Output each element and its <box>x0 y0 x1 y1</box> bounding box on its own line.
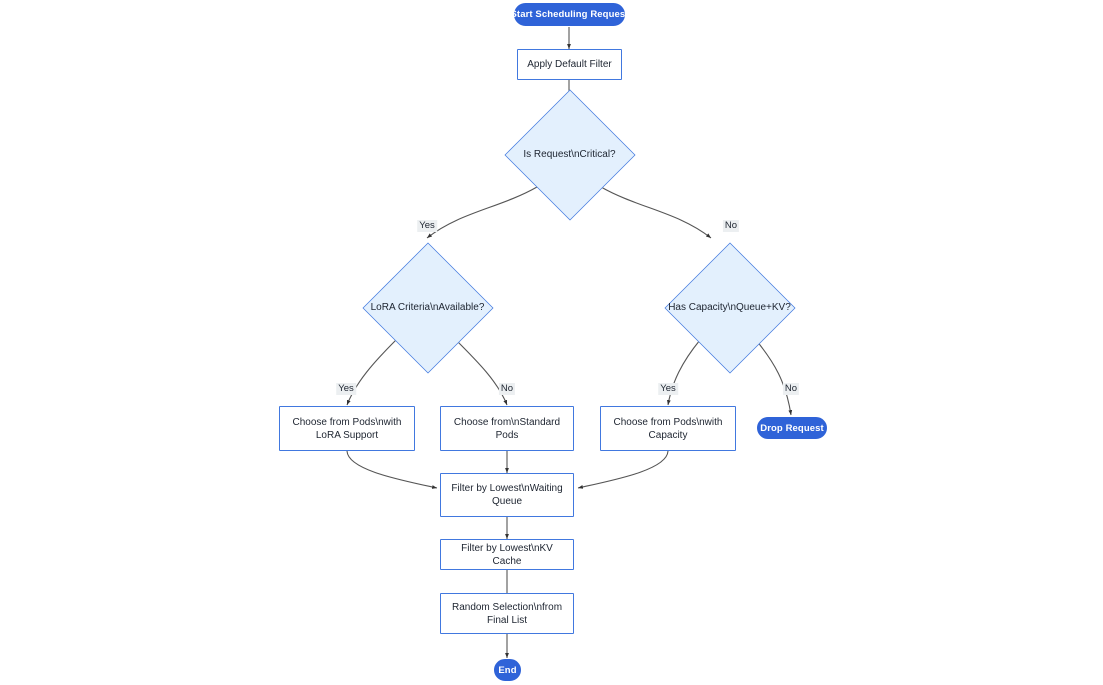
node-drop-request-label: Drop Request <box>760 422 824 434</box>
node-choose-lora-pods[interactable]: Choose from Pods\nwith LoRA Support <box>279 406 415 451</box>
node-lora-criteria-available[interactable]: LoRA Criteria\nAvailable? <box>362 242 493 373</box>
node-choose-standard-pods-label: Choose from\nStandard Pods <box>453 416 561 441</box>
node-choose-lora-pods-label: Choose from Pods\nwith LoRA Support <box>292 416 402 441</box>
node-filter-kv-cache[interactable]: Filter by Lowest\nKV Cache <box>440 539 574 570</box>
node-apply-default-filter-label: Apply Default Filter <box>527 59 612 70</box>
edge-label-critical-no: No <box>722 220 740 232</box>
node-random-selection[interactable]: Random Selection\nfrom Final List <box>440 593 574 634</box>
node-random-selection-label: Random Selection\nfrom Final List <box>451 601 563 626</box>
node-start-label: Start Scheduling Request <box>510 9 629 20</box>
node-drop-request[interactable]: Drop Request <box>757 417 827 439</box>
node-is-request-critical-label: Is Request\nCritical? <box>523 149 616 160</box>
node-apply-default-filter[interactable]: Apply Default Filter <box>517 49 622 80</box>
node-has-capacity-label: Has Capacity\nQueue+KV? <box>668 302 791 313</box>
node-choose-capacity-pods-label: Choose from Pods\nwith Capacity <box>613 416 723 441</box>
node-filter-waiting-queue[interactable]: Filter by Lowest\nWaiting Queue <box>440 473 574 517</box>
node-end[interactable]: End <box>494 659 521 681</box>
node-end-label: End <box>498 664 517 676</box>
node-choose-capacity-pods[interactable]: Choose from Pods\nwith Capacity <box>600 406 736 451</box>
node-lora-criteria-available-label: LoRA Criteria\nAvailable? <box>370 302 485 313</box>
node-has-capacity[interactable]: Has Capacity\nQueue+KV? <box>664 242 795 373</box>
node-start[interactable]: Start Scheduling Request <box>511 3 628 26</box>
edge-choose-capacity-to-filter-queue <box>577 450 669 489</box>
edge-label-critical-yes: Yes <box>417 220 437 232</box>
node-filter-kv-cache-label: Filter by Lowest\nKV Cache <box>461 542 553 567</box>
edge-label-lora-no: No <box>498 383 516 395</box>
node-choose-standard-pods[interactable]: Choose from\nStandard Pods <box>440 406 574 451</box>
node-filter-waiting-queue-label: Filter by Lowest\nWaiting Queue <box>451 483 563 507</box>
edge-label-lora-yes: Yes <box>336 383 356 395</box>
edge-label-capacity-yes: Yes <box>658 383 678 395</box>
edge-choose-lora-to-filter-queue <box>346 450 438 489</box>
node-is-request-critical[interactable]: Is Request\nCritical? <box>504 89 635 220</box>
edge-label-capacity-no: No <box>782 383 800 395</box>
